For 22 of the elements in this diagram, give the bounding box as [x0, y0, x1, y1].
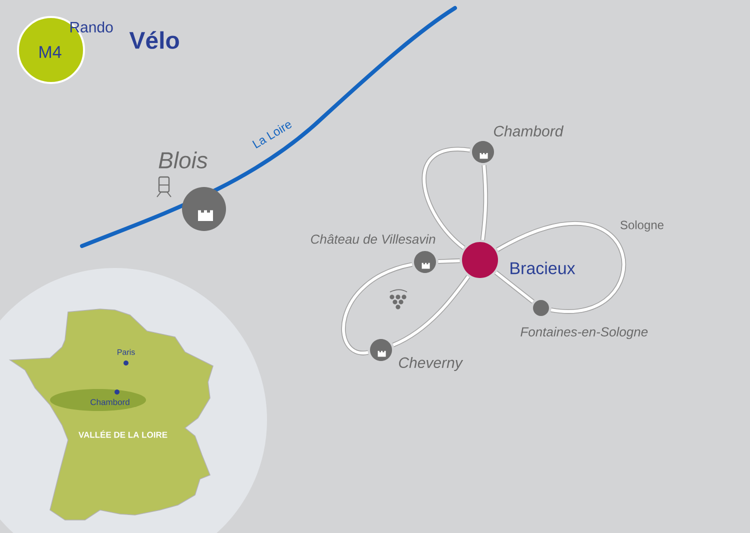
route-number: M4 — [40, 46, 62, 58]
place-label: Château de Villesavin — [311, 234, 436, 244]
place-label: Chambord — [494, 126, 564, 137]
region-label: Sologne — [620, 220, 664, 232]
river-label: La Loire — [252, 122, 292, 148]
route-line — [496, 222, 626, 314]
place-label: Bracieux — [510, 262, 576, 274]
route-line — [341, 262, 413, 355]
title: Vélo — [129, 31, 179, 49]
city-label: Chambord — [90, 398, 130, 406]
place-dot — [533, 300, 549, 316]
region-label: VALLÉE DE LA LOIRE — [78, 430, 168, 438]
place-label: Fontaines-en-Sologne — [520, 326, 648, 340]
city-label: Blois — [158, 152, 208, 168]
city-label: Paris — [118, 349, 135, 355]
route-line — [494, 270, 534, 304]
town-dot — [462, 242, 498, 278]
route-line — [438, 258, 460, 264]
route-line — [480, 164, 488, 240]
place-label: Cheverny — [399, 357, 464, 371]
route-line — [392, 275, 470, 348]
route-line — [422, 147, 470, 250]
